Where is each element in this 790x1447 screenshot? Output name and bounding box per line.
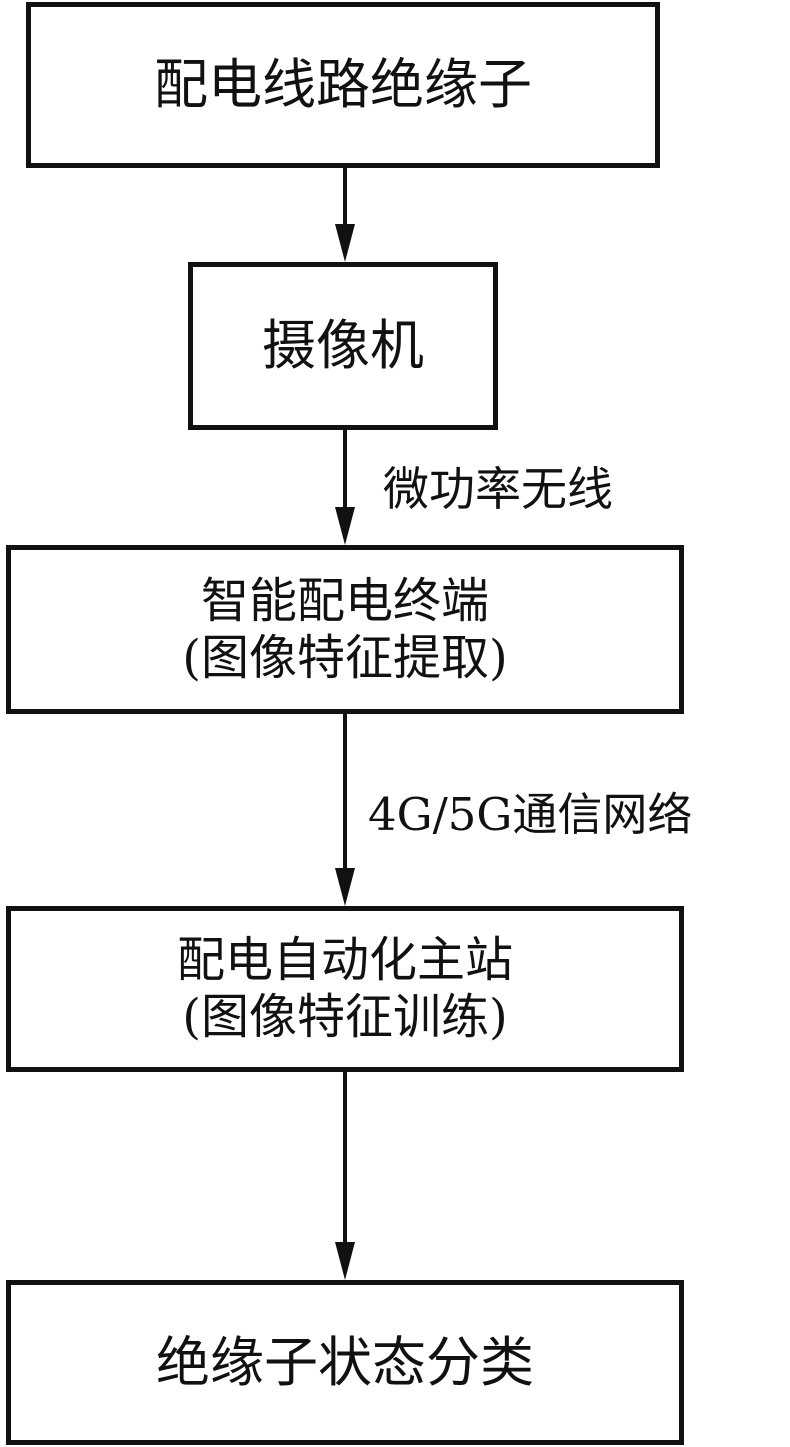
node-camera: 摄像机 [188, 262, 498, 430]
node-camera-label: 摄像机 [262, 314, 424, 378]
node-terminal-title: 智能配电终端 [200, 572, 489, 629]
node-terminal-subtitle: (图像特征提取) [182, 629, 508, 686]
node-insulator-label: 配电线路绝缘子 [154, 53, 532, 117]
node-master-title: 配电自动化主站 [176, 932, 513, 989]
arrowhead-classify [335, 1242, 355, 1280]
node-classify-label: 绝缘子状态分类 [156, 1330, 534, 1394]
arrowhead-terminal [335, 507, 355, 545]
edge-label-network: 4G/5G通信网络 [368, 788, 693, 841]
node-master: 配电自动化主站 (图像特征训练) [6, 906, 684, 1072]
node-classify: 绝缘子状态分类 [6, 1280, 684, 1445]
node-master-subtitle: (图像特征训练) [182, 989, 508, 1045]
node-insulator: 配电线路绝缘子 [26, 2, 660, 168]
node-terminal: 智能配电终端 (图像特征提取) [6, 545, 684, 714]
edge-label-wireless: 微功率无线 [383, 462, 613, 516]
arrowhead-camera [335, 224, 355, 262]
arrowhead-master [335, 868, 355, 906]
